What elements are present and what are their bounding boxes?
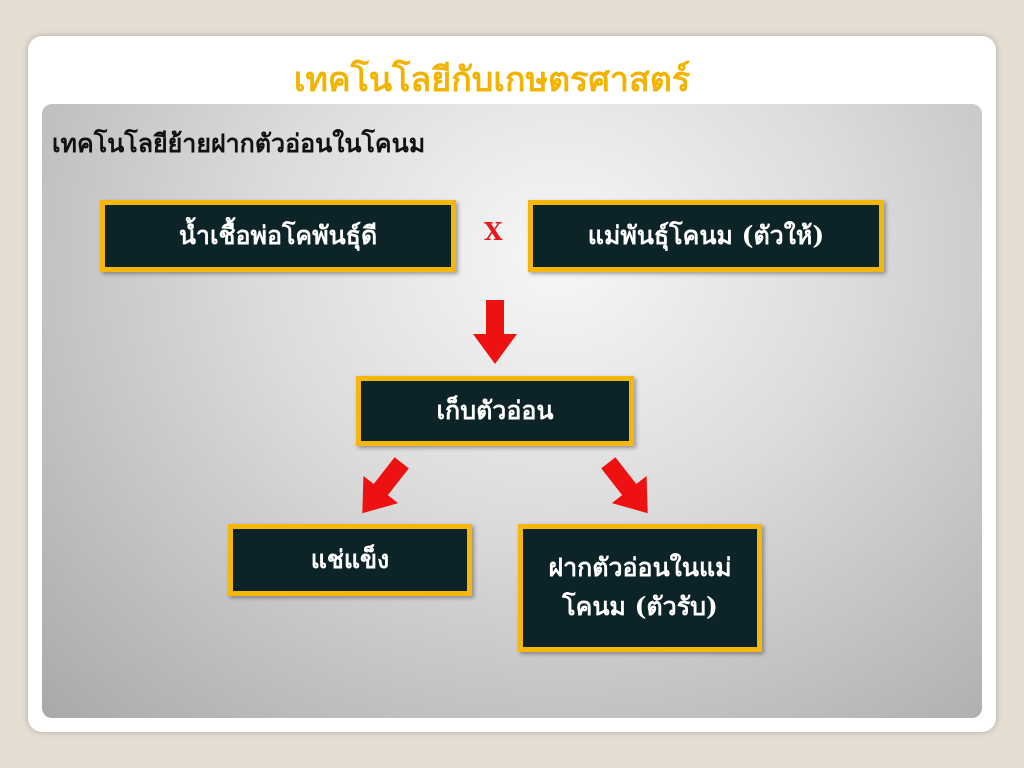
down-arrow (473, 300, 517, 364)
down-left-arrow (362, 457, 409, 514)
transfer-embryo-label-line1: ฝากตัวอ่อนในแม่ (548, 553, 732, 583)
transfer-embryo-box: ฝากตัวอ่อนในแม่ โคนม (ตัวรับ) (518, 524, 762, 652)
content-panel: เทคโนโลยีย้ายฝากตัวอ่อนในโคนม น้ำเชื้อพ่… (42, 104, 982, 718)
semen-box-label: น้ำเชื้อพ่อโคพันธุ์ดี (178, 220, 378, 250)
collect-embryo-box: เก็บตัวอ่อน (356, 376, 634, 446)
collect-embryo-label: เก็บตัวอ่อน (436, 395, 554, 425)
cross-symbol: X (484, 217, 503, 246)
transfer-embryo-label-line2: โคนม (ตัวรับ) (562, 592, 718, 621)
slide-title: เทคโนโลยีกับเกษตรศาสตร์ (293, 60, 691, 100)
freeze-box: แช่แข็ง (228, 524, 472, 596)
slide: เทคโนโลยีกับเกษตรศาสตร์ เทคโนโลยีย้ายฝาก… (28, 36, 996, 732)
dam-box-label: แม่พันธุ์โคนม (ตัวให้) (587, 220, 825, 250)
freeze-box-label: แช่แข็ง (310, 544, 390, 574)
semen-box: น้ำเชื้อพ่อโคพันธุ์ดี (100, 200, 456, 272)
dam-box: แม่พันธุ์โคนม (ตัวให้) (528, 200, 884, 272)
down-right-arrow (601, 457, 648, 514)
slide-subtitle: เทคโนโลยีย้ายฝากตัวอ่อนในโคนม (52, 129, 426, 158)
